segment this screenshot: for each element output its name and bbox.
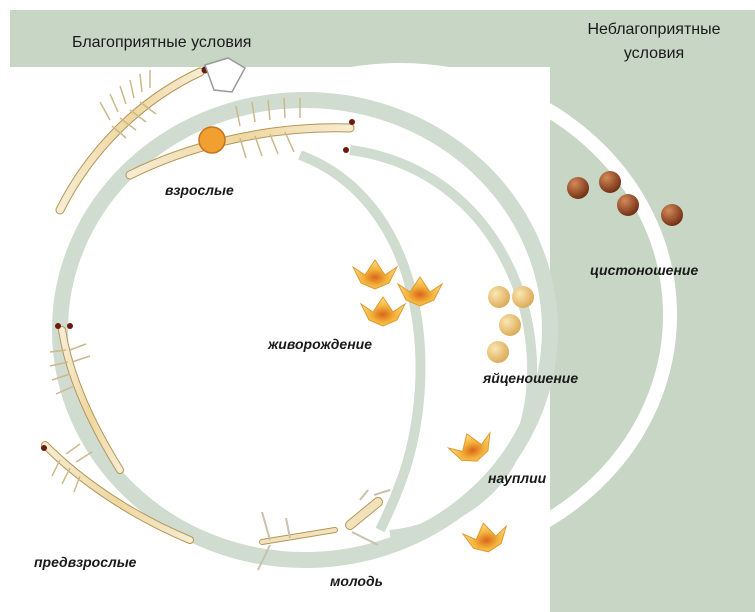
stage-label-preadults: предвзрослые [34,554,137,570]
favorable-conditions-label: Благоприятные условия [72,34,251,51]
stage-label-nauplii: науплии [488,470,547,486]
stage-label-adults: взрослые [165,182,234,198]
viviparity-nauplii [353,260,442,326]
unfavorable-conditions-label-line1: Неблагоприятные [587,21,720,38]
unfavorable-zone [550,10,755,612]
stage-label-egg-bearing: яйценошение [482,370,578,386]
stage-label-viviparity: живорождение [267,336,372,352]
stage-label-cyst-bearing: цистоношение [590,262,698,278]
stage-label-juveniles: молодь [330,573,383,589]
unfavorable-conditions-label-line2: условия [624,45,684,62]
egg-sac [199,127,225,153]
